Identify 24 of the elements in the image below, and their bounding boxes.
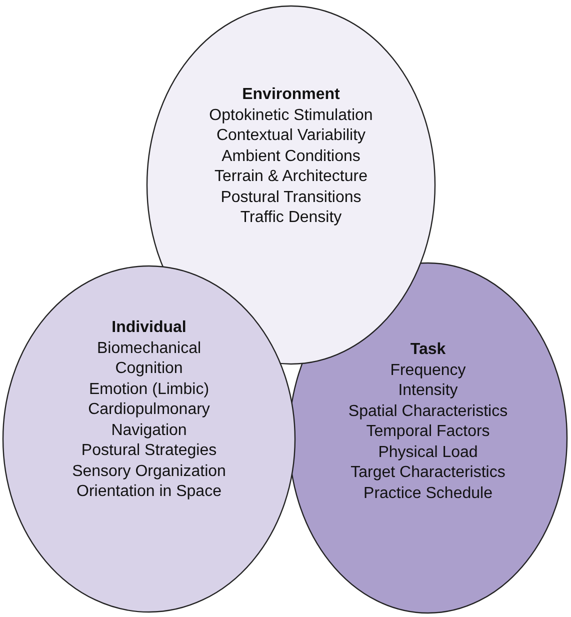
factor-item: Spatial Characteristics bbox=[348, 402, 508, 422]
factor-item: Frequency bbox=[390, 360, 466, 380]
factor-item: Intensity bbox=[398, 381, 458, 401]
factor-item: Emotion (Limbic) bbox=[88, 380, 210, 400]
circle-heading: Individual bbox=[112, 318, 186, 338]
factor-item: Optokinetic Stimulation bbox=[209, 106, 373, 126]
factor-item: Postural Transitions bbox=[220, 188, 362, 208]
factor-item: Cardiopulmonary bbox=[88, 400, 210, 420]
factor-item: Contextual Variability bbox=[216, 126, 366, 146]
factor-item: Target Characteristics bbox=[350, 463, 506, 483]
factor-item: Navigation bbox=[111, 420, 187, 440]
factor-item: Orientation in Space bbox=[76, 482, 222, 502]
factor-item: Biomechanical bbox=[96, 338, 202, 358]
circle-heading: Task bbox=[410, 340, 446, 360]
factor-item: Temporal Factors bbox=[366, 422, 490, 442]
factor-item: Physical Load bbox=[378, 442, 478, 462]
factor-item: Cognition bbox=[115, 359, 183, 379]
factor-item: Practice Schedule bbox=[364, 484, 492, 504]
factor-item: Sensory Organization bbox=[72, 462, 226, 482]
factor-item: Postural Strategies bbox=[81, 441, 217, 461]
factor-item: Ambient Conditions bbox=[222, 146, 360, 166]
circle-heading: Environment bbox=[242, 85, 340, 105]
factor-item: Terrain & Architecture bbox=[214, 167, 368, 187]
factor-item: Traffic Density bbox=[240, 208, 342, 228]
